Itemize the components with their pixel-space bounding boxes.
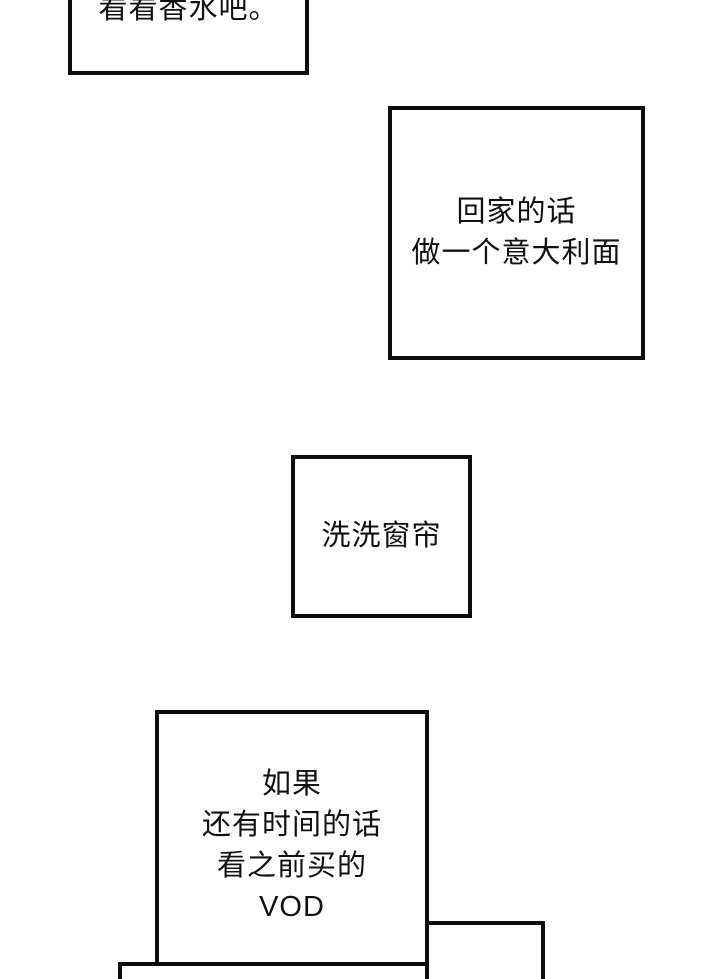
speech-bubble-curtains: 洗洗窗帘 bbox=[291, 455, 472, 618]
bubble-text-line: 看看香水吧。 bbox=[98, 0, 279, 25]
bubble-text-line: 做一个意大利面 bbox=[411, 237, 622, 269]
bubble-text-line: 如果 bbox=[261, 768, 322, 800]
bubble-text-line: 回家的话 bbox=[456, 196, 577, 228]
bubble-text-line: VOD bbox=[259, 891, 325, 923]
speech-bubble-vod: 如果 还有时间的话 看之前买的 VOD bbox=[155, 710, 429, 979]
speech-bubble-partial-bottom bbox=[118, 962, 429, 979]
bubble-text-line: 洗洗窗帘 bbox=[321, 520, 442, 552]
speech-bubble-partial-right bbox=[425, 921, 545, 979]
speech-bubble-perfume: 看看香水吧。 bbox=[68, 0, 309, 75]
speech-bubble-pasta: 回家的话 做一个意大利面 bbox=[388, 106, 645, 360]
bubble-text-line: 还有时间的话 bbox=[201, 809, 382, 841]
bubble-text-line: 看之前买的 bbox=[216, 850, 367, 882]
